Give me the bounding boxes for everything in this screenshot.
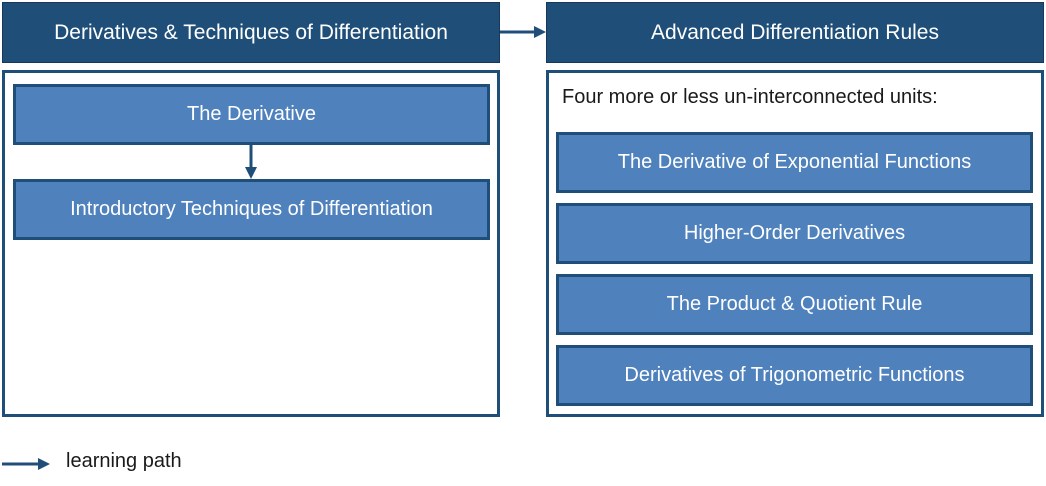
legend-arrow-icon	[2, 458, 50, 470]
section-note: Four more or less un-interconnected unit…	[562, 86, 938, 108]
unit-introductory-techniques: Introductory Techniques of Differentiati…	[13, 179, 490, 240]
unit-product-quotient-rule: The Product & Quotient Rule	[556, 274, 1033, 335]
section-header-derivatives-techniques: Derivatives & Techniques of Differentiat…	[2, 2, 500, 63]
learning-path-arrow-headers	[500, 26, 546, 38]
legend-label: learning path	[66, 450, 182, 472]
unit-higher-order-derivatives: Higher-Order Derivatives	[556, 203, 1033, 264]
unit-exponential-functions: The Derivative of Exponential Functions	[556, 132, 1033, 193]
learning-path-arrow-units	[245, 145, 257, 179]
unit-the-derivative: The Derivative	[13, 84, 490, 145]
unit-trigonometric-functions: Derivatives of Trigonometric Functions	[556, 345, 1033, 406]
section-header-advanced-rules: Advanced Differentiation Rules	[546, 2, 1044, 63]
